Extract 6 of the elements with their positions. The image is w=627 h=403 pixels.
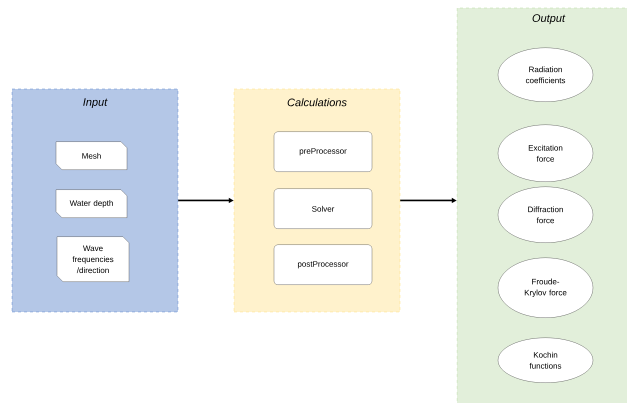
process-box: preProcessor [274, 132, 372, 172]
card-box: Water depth [56, 190, 128, 218]
process-box: Solver [274, 188, 372, 229]
card-box: Wave frequencies /direction [56, 236, 130, 282]
process-box: postProcessor [274, 244, 372, 285]
card-box: Mesh [56, 142, 128, 170]
